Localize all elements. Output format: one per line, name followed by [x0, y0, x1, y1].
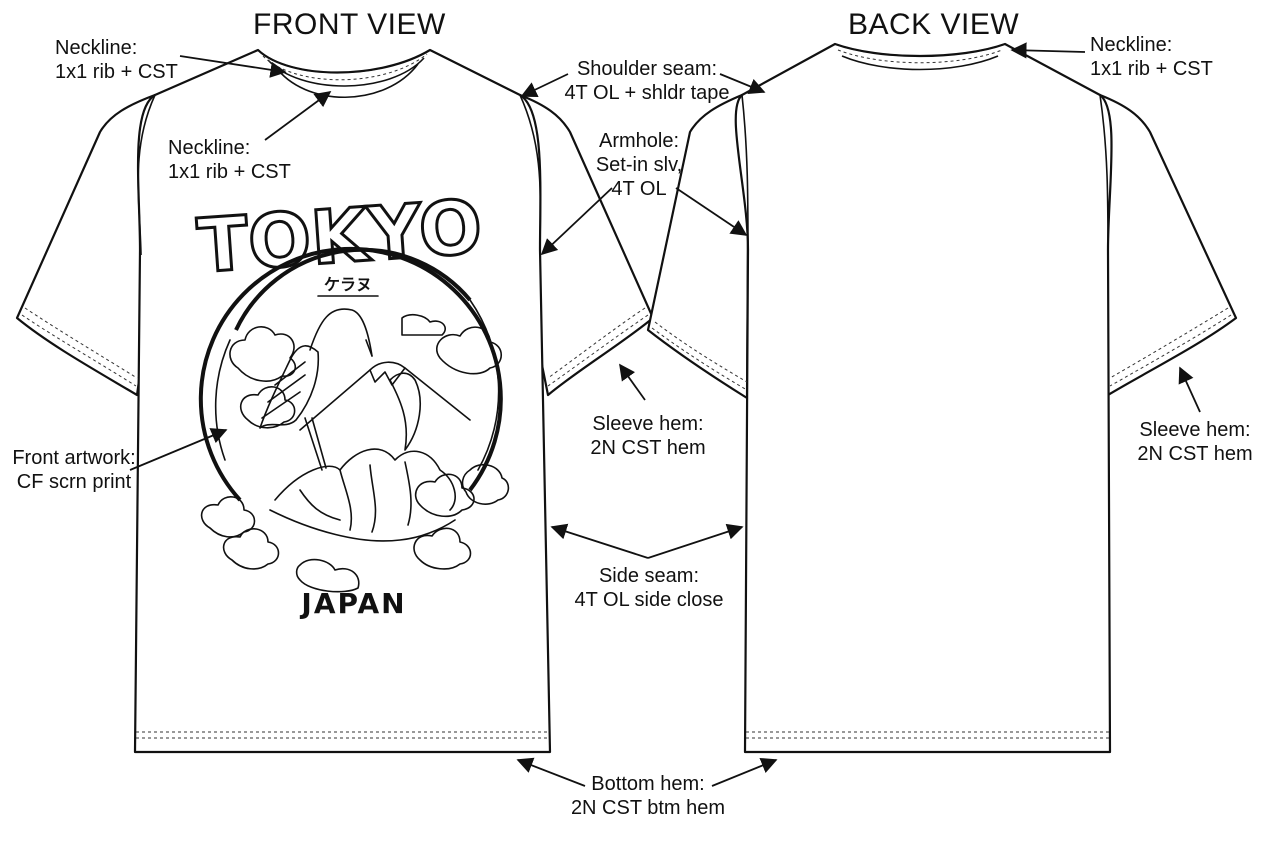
callout-side-seam-line2: 4T OL side close — [574, 589, 724, 611]
artwork-headline: TOKYO — [195, 184, 485, 290]
callout-neckline-outer-line2: 1x1 rib + CST — [55, 61, 178, 83]
callout-neckline-outer: Neckline: 1x1 rib + CST — [55, 36, 178, 84]
front-artwork: TOKYO ケラヌ — [193, 183, 510, 620]
callout-side-seam-line1: Side seam: — [598, 565, 700, 587]
back-right-sleeve — [1098, 93, 1238, 397]
callout-armhole: Armhole: Set-in slv, 4T OL — [584, 129, 694, 201]
callout-sleeve-hem-front-line1: Sleeve hem: — [592, 413, 704, 435]
callout-sleeve-hem-front-line2: 2N CST hem — [590, 437, 706, 459]
front-neckline-rib — [257, 49, 431, 74]
callout-neckline-inner: Neckline: 1x1 rib + CST — [168, 136, 291, 184]
artwork-japanese: ケラヌ — [324, 275, 372, 294]
artwork-crane — [259, 308, 373, 471]
back-shirt — [646, 42, 1238, 754]
callout-sleeve-hem-back: Sleeve hem: 2N CST hem — [1130, 418, 1260, 466]
artwork-footer: JAPAN — [299, 587, 406, 620]
callout-neckline-outer-line1: Neckline: — [55, 37, 138, 59]
front-right-sleeve — [513, 93, 655, 397]
artwork-clouds — [200, 313, 510, 593]
callout-front-artwork-line2: CF scrn print — [16, 471, 132, 493]
callout-bottom-hem-line2: 2N CST btm hem — [570, 797, 726, 819]
callout-shoulder-seam: Shoulder seam: 4T OL + shldr tape — [552, 57, 742, 105]
back-neckline-rib — [834, 43, 1006, 57]
callout-shoulder-seam-line2: 4T OL + shldr tape — [564, 82, 730, 104]
callout-armhole-line3: 4T OL — [611, 178, 667, 200]
back-left-sleeve — [646, 93, 750, 400]
callout-bottom-hem: Bottom hem: 2N CST btm hem — [562, 772, 734, 820]
callout-side-seam: Side seam: 4T OL side close — [560, 564, 738, 612]
callout-armhole-line1: Armhole: — [598, 130, 680, 152]
back-view-title: BACK VIEW — [848, 8, 1020, 41]
callout-sleeve-hem-back-line1: Sleeve hem: — [1139, 419, 1251, 441]
artwork-circle-frame — [198, 246, 503, 502]
artwork-waves — [269, 372, 456, 542]
front-view-title: FRONT VIEW — [253, 8, 446, 41]
back-body — [734, 42, 1113, 754]
callout-bottom-hem-line1: Bottom hem: — [591, 773, 705, 795]
callout-sleeve-hem-front: Sleeve hem: 2N CST hem — [578, 412, 718, 460]
callout-armhole-line2: Set-in slv, — [595, 154, 683, 176]
callout-sleeve-hem-back-line2: 2N CST hem — [1137, 443, 1253, 465]
callout-neckline-inner-line1: Neckline: — [168, 137, 251, 159]
callout-arrows — [129, 42, 1201, 787]
front-left-sleeve — [15, 93, 162, 397]
callout-front-artwork: Front artwork: CF scrn print — [4, 446, 144, 494]
callout-front-artwork-line1: Front artwork: — [12, 447, 136, 469]
callout-neckline-inner-line2: 1x1 rib + CST — [168, 161, 291, 183]
callout-neckline-back-line2: 1x1 rib + CST — [1090, 58, 1213, 80]
callout-shoulder-seam-line1: Shoulder seam: — [576, 58, 718, 80]
callout-neckline-back-line1: Neckline: — [1090, 34, 1173, 56]
callout-neckline-back: Neckline: 1x1 rib + CST — [1090, 33, 1213, 81]
